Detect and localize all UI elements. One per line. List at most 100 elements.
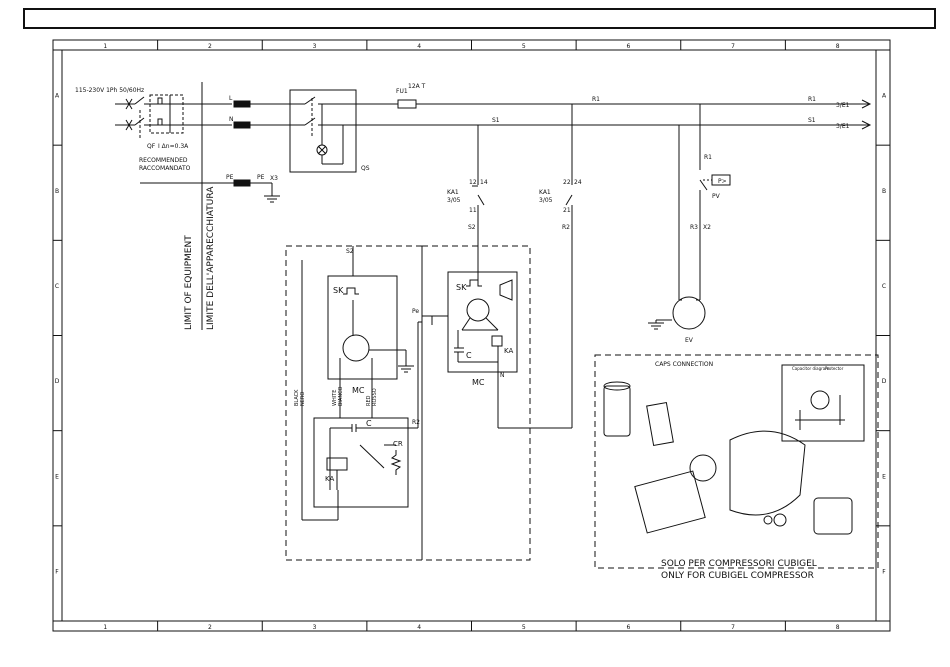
ka1-b-label: KA1 xyxy=(539,189,551,196)
breaker-qf xyxy=(115,94,232,140)
pe2-label: PE xyxy=(257,174,265,181)
column-marker: 6 xyxy=(627,624,631,631)
recommended-it-label: RACCOMANDATO xyxy=(139,165,191,172)
cubigel-note-en: ONLY FOR CUBIGEL COMPRESSOR xyxy=(661,571,814,581)
black-label: BLACK xyxy=(294,389,300,406)
column-marker: 8 xyxy=(836,624,840,631)
wire-s2-b: S2 xyxy=(346,248,354,255)
column-marker: 2 xyxy=(208,43,212,50)
pe-label: PE xyxy=(226,174,234,181)
term-14: 14 xyxy=(480,179,488,186)
limit-it: LIMITE DELL'APPARECCHIATURA xyxy=(206,186,216,330)
ka1-b-ref: 3/05 xyxy=(539,197,553,204)
row-marker: B xyxy=(55,188,59,195)
n-right-label: N xyxy=(500,372,505,379)
column-marker: 6 xyxy=(627,43,631,50)
column-marker: 2 xyxy=(208,624,212,631)
cubigel-box xyxy=(594,354,879,569)
row-marker: F xyxy=(882,568,886,575)
compressor-area-right xyxy=(421,245,531,561)
supply-spec: 115-230V 1Ph 50/60Hz xyxy=(75,87,144,94)
terminal-n xyxy=(233,121,251,129)
compressor-left xyxy=(301,246,422,521)
column-marker: 3 xyxy=(313,624,317,631)
c-right-label: C xyxy=(466,351,472,360)
term-12: 12 xyxy=(469,179,477,186)
row-marker: D xyxy=(882,378,887,385)
protector-drawing xyxy=(813,497,853,535)
cubigel-inset-a: Capacitor diagram xyxy=(792,366,829,371)
wire-pe: Pe xyxy=(412,308,419,315)
recommended-label: RECOMMENDED xyxy=(139,157,188,164)
compressor-right xyxy=(422,271,518,373)
limit-en: LIMIT OF EQUIPMENT xyxy=(184,235,194,330)
wire-r1: R1 xyxy=(592,96,600,103)
ev-label: EV xyxy=(685,337,694,344)
qs-label: QS xyxy=(361,165,370,172)
wire-r1-ref: 3/E1 xyxy=(836,102,850,109)
fuse-rating: 12A T xyxy=(408,83,426,90)
row-marker: E xyxy=(882,473,886,480)
column-marker: 4 xyxy=(417,624,421,631)
line-label: L xyxy=(229,95,233,102)
terminal-l xyxy=(233,100,251,108)
wire-s1-end: S1 xyxy=(808,117,816,124)
row-marker: E xyxy=(55,473,59,480)
column-marker: 1 xyxy=(103,624,107,631)
red-it-label: ROSSO xyxy=(372,388,378,406)
ka-left-label: KA xyxy=(325,475,334,483)
cubigel-inset-b: Protector xyxy=(825,366,844,371)
row-marker: A xyxy=(882,93,887,100)
x3-label: X3 xyxy=(270,175,278,182)
row-marker: C xyxy=(55,283,59,290)
compressor-housing xyxy=(729,430,806,516)
row-marker: D xyxy=(55,378,60,385)
x2-label: X2 xyxy=(703,224,711,231)
wire-s1: S1 xyxy=(492,117,500,124)
compressor-area-left xyxy=(285,245,423,561)
column-marker: 7 xyxy=(731,43,735,50)
column-marker: 5 xyxy=(522,624,526,631)
row-marker: F xyxy=(55,568,59,575)
fuse-fu1 xyxy=(397,99,417,109)
cubigel-note-it: SOLO PER COMPRESSORI CUBIGEL xyxy=(661,559,817,569)
black-it-label: NERO xyxy=(300,392,306,406)
term-24: 24 xyxy=(574,179,582,186)
mc-right-label: MC xyxy=(472,378,485,387)
wire-r2: R2 xyxy=(562,224,570,231)
breaker-label: QF xyxy=(147,143,156,150)
neutral-label: N xyxy=(229,116,234,123)
wire-s2: S2 xyxy=(468,224,476,231)
c-left-label: C xyxy=(366,419,372,428)
row-marker: C xyxy=(882,283,886,290)
row-marker: B xyxy=(882,188,886,195)
white-label: WHITE xyxy=(332,390,338,406)
sk-right-label: SK xyxy=(456,283,467,292)
row-marker: A xyxy=(55,93,60,100)
term-22: 22 xyxy=(563,179,571,186)
pressure-symbol: P> xyxy=(718,178,727,185)
drawing-frame xyxy=(52,39,891,632)
cr-left-label: CR xyxy=(393,440,403,448)
column-marker: 3 xyxy=(313,43,317,50)
column-marker: 8 xyxy=(836,43,840,50)
main-switch-qs xyxy=(289,89,870,173)
title-block xyxy=(23,8,936,29)
column-marker: 1 xyxy=(103,43,107,50)
column-marker: 4 xyxy=(417,43,421,50)
wire-r2-b: R2 xyxy=(412,419,420,426)
cubigel-title: CAPS CONNECTION xyxy=(655,361,713,368)
cubigel-inset xyxy=(781,364,865,442)
wire-r1-pv: R1 xyxy=(704,154,712,161)
capacitor-drawing xyxy=(603,385,631,437)
white-it-label: BIANCO xyxy=(338,386,344,406)
wire-r3: R3 xyxy=(690,224,698,231)
ka1-a-label: KA1 xyxy=(447,189,459,196)
column-marker: 5 xyxy=(522,43,526,50)
ka1-a-ref: 3/05 xyxy=(447,197,461,204)
column-marker: 7 xyxy=(731,624,735,631)
red-label: RED xyxy=(366,395,372,406)
breaker-rating: I Δn=0.3A xyxy=(158,143,189,150)
pv-label: PV xyxy=(712,193,721,200)
